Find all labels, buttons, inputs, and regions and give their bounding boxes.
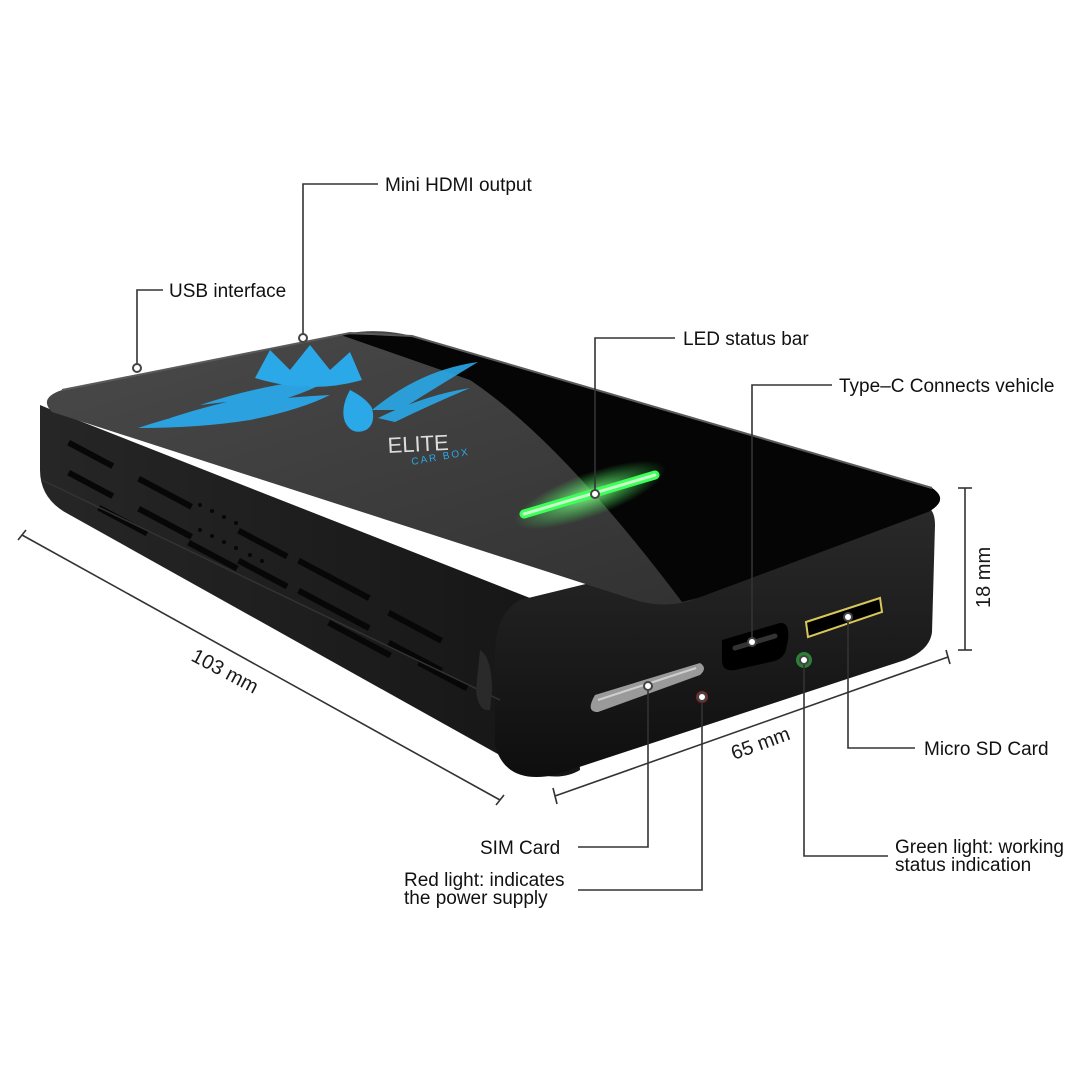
- label-type-c: Type–C Connects vehicle: [839, 376, 1054, 397]
- label-micro-sd: Micro SD Card: [924, 739, 1049, 760]
- logo-brand: ELITE: [387, 430, 449, 458]
- drop-icon: [343, 390, 374, 432]
- crown-icon: [255, 345, 362, 388]
- label-red-light-line2: the power supply: [404, 888, 548, 909]
- label-green-light-line2: status indication: [895, 855, 1031, 876]
- label-green-light-line1: Green light: working: [895, 837, 1064, 858]
- label-mini-hdmi: Mini HDMI output: [385, 175, 532, 196]
- label-red-light-line1: Red light: indicates: [404, 870, 565, 891]
- led-status-bar: [514, 460, 666, 530]
- label-sim: SIM Card: [480, 838, 560, 859]
- dimension-length: 103 mm: [188, 645, 262, 698]
- wing-right-icon: [372, 362, 478, 422]
- label-usb: USB interface: [169, 281, 286, 302]
- car-box-device: ELITE CAR BOX: [40, 331, 941, 777]
- elite-logo: ELITE CAR BOX: [138, 345, 478, 468]
- dimension-height: 18 mm: [973, 547, 995, 608]
- wing-left-icon: [138, 378, 330, 428]
- label-led-bar: LED status bar: [683, 329, 809, 350]
- dimension-width: 65 mm: [728, 723, 793, 765]
- leader-lines: [132, 183, 915, 891]
- dimension-lines: [17, 487, 972, 806]
